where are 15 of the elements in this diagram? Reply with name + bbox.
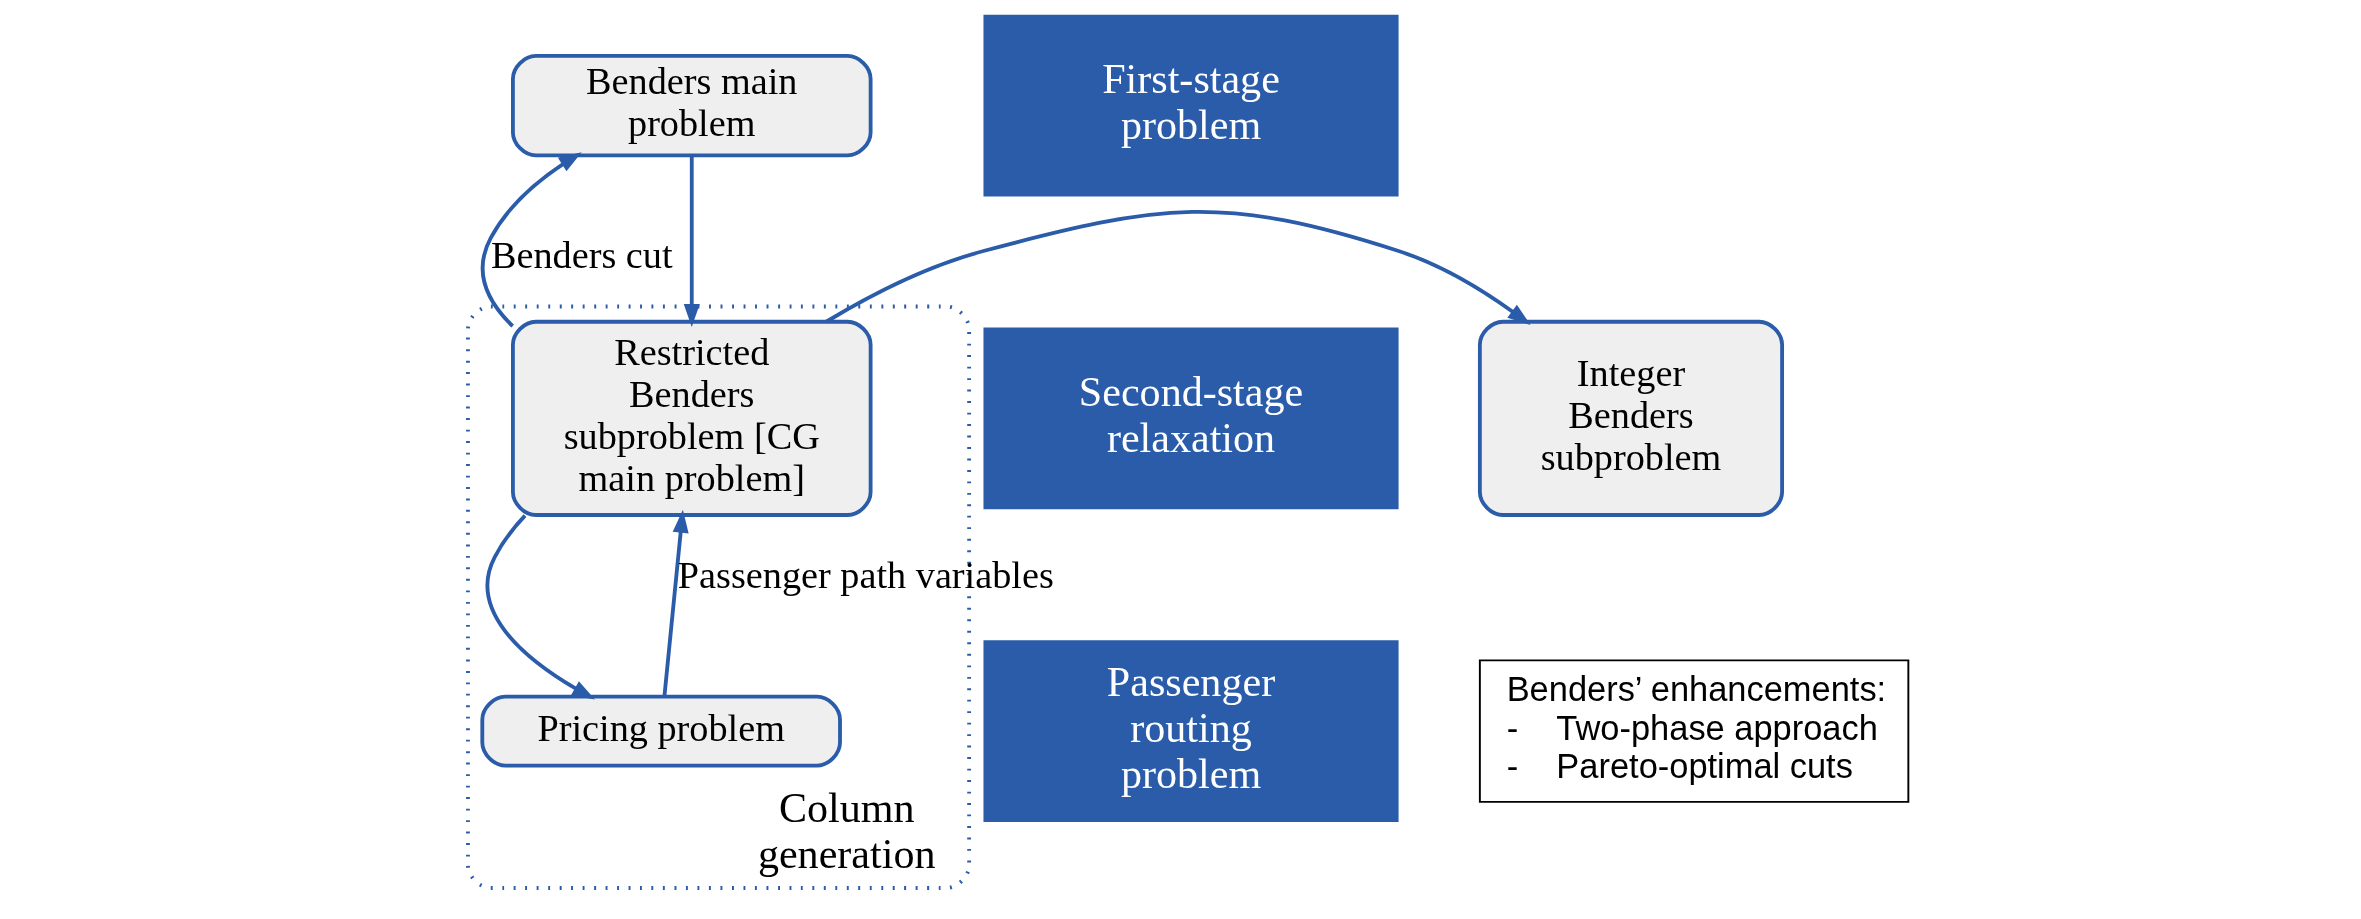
arrow [485,514,595,700]
arrow [480,152,582,328]
arrow [683,155,700,328]
node-box: Benders’ enhancements: - Two-phase approach - Pareto-optimal cuts [1478,659,1910,803]
arrow [825,210,1531,326]
node-box: First-stage problem [983,14,1399,197]
node-box: Pricing problem [480,694,842,768]
node-box: Second-stage relaxation [983,327,1399,510]
edge-label: Benders cut [490,234,673,277]
node-box: Restricted Benders subproblem [CG main problem] [511,319,873,517]
node-box: Benders main problem [511,53,873,158]
node-box: Passenger routing problem [983,640,1399,822]
arrow [662,509,689,697]
edge-label: Passenger path variables [677,553,1054,596]
node-box: Integer Benders subproblem [1477,319,1784,517]
